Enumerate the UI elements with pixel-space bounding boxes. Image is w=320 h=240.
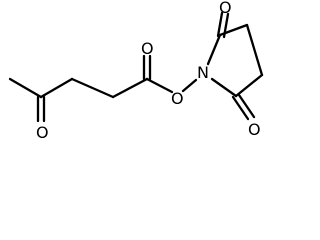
chemical-structure-diagram: O O O N O O: [8, 0, 264, 142]
bond-ketone-carbon-ch2: [39, 77, 74, 99]
bond-ch2-ester-carbon: [111, 77, 149, 99]
bond-oxygen-nitrogen: [181, 78, 198, 93]
bond-n-top-carbonyl: [206, 33, 222, 66]
bond-set: [8, 11, 264, 123]
bond-bottom-imide-double-b: [237, 93, 256, 119]
bond-ch2-ch2: [70, 77, 115, 99]
atom-ester-oxygen: O: [171, 89, 184, 108]
atom-ketone-oxygen: O: [36, 123, 49, 142]
atom-imide-bottom-oxygen: O: [248, 120, 261, 139]
bond-ring-ch2-ch2: [245, 23, 264, 77]
atom-ester-carbonyl-oxygen: O: [141, 39, 154, 58]
atom-labels: O O O N O O: [36, 0, 261, 142]
atom-imide-top-oxygen: O: [219, 0, 232, 17]
bond-methyl-ketone-carbon: [8, 77, 43, 99]
bond-ch2-bottom-carbonyl: [234, 73, 264, 98]
bond-top-imide-double-a: [216, 11, 224, 38]
atom-imide-nitrogen: N: [197, 63, 209, 82]
bond-bottom-imide-double-a: [231, 95, 250, 121]
bond-ester-carbon-oxygen: [145, 77, 174, 94]
bond-bottom-carbonyl-n: [210, 77, 238, 98]
bond-top-imide-double-b: [222, 12, 230, 39]
